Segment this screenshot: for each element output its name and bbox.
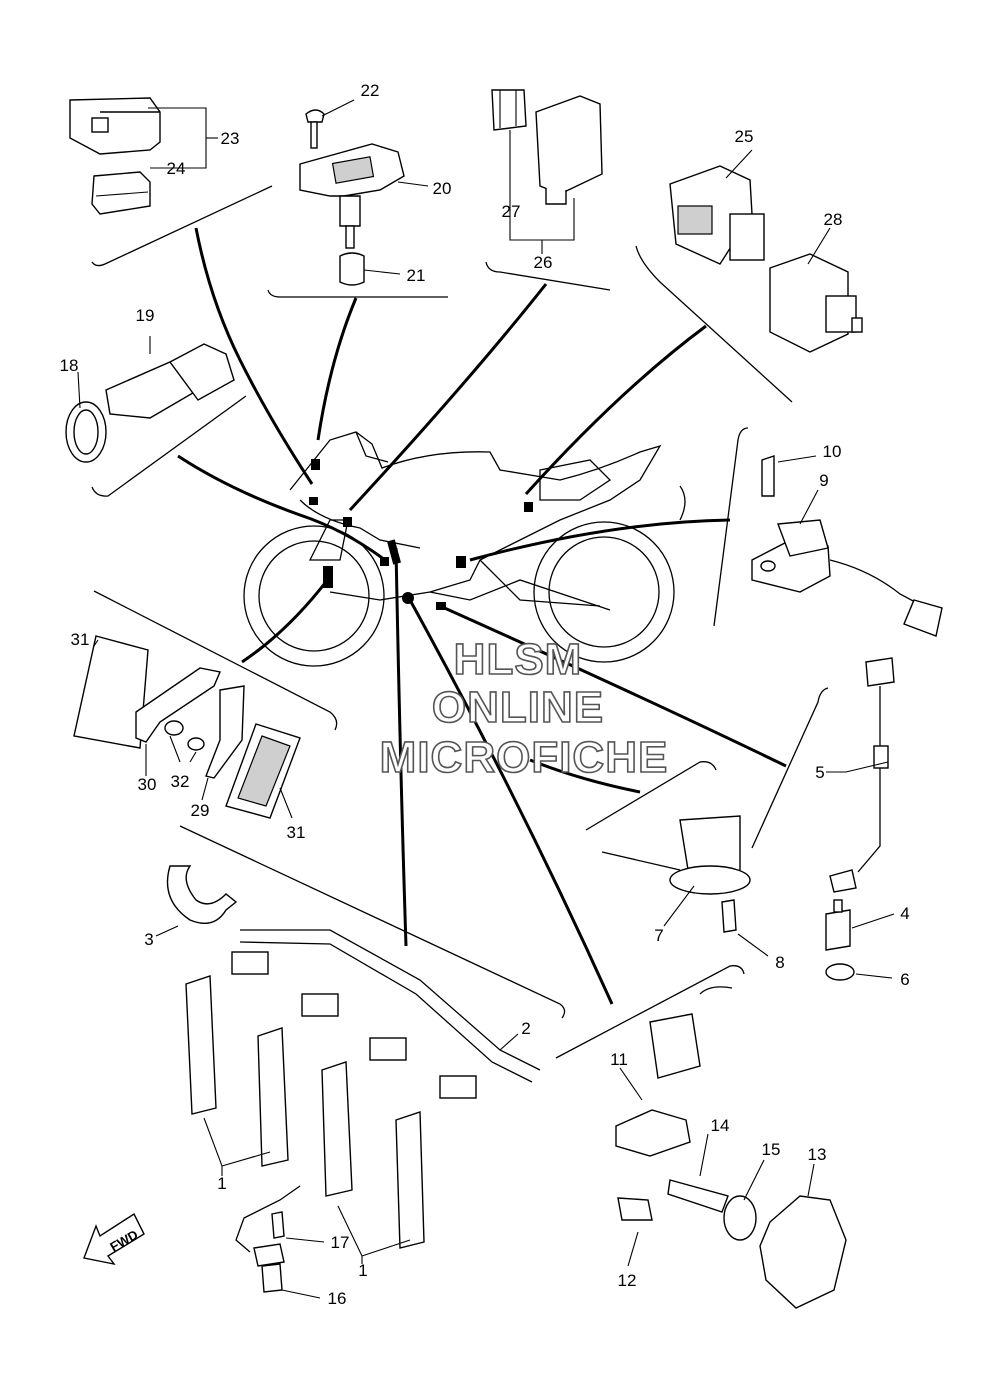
connector-23-24 [69,97,218,215]
callout-4: 4 [900,904,909,923]
callout-30: 30 [138,775,157,794]
callout-9: 9 [819,471,828,490]
ecu-box-25 [669,149,765,265]
ignition-coils [185,975,425,1264]
watermark-line-1: HLSM [454,635,583,684]
callout-11: 11 [610,1050,628,1069]
callout-26: 26 [534,253,553,272]
callout-16: 16 [328,1289,347,1308]
callout-15: 15 [762,1140,781,1159]
crank-sensor-9 [751,455,943,637]
pressure-sensor-20 [299,99,429,286]
callout-17: 17 [331,1233,350,1252]
wire-harness-2 [231,929,541,1099]
callout-numbers: 22 23 24 20 21 27 26 25 28 19 18 10 9 31… [60,81,910,1308]
callout-23: 23 [221,129,240,148]
group-frames [91,185,829,1059]
callout-22: 22 [361,81,380,100]
reflector-bracket [73,635,301,819]
callout-8: 8 [775,953,784,972]
callout-19: 19 [136,306,155,325]
relay-26-27 [491,89,603,254]
callout-2: 2 [521,1019,530,1038]
speed-sensor-7 [601,815,769,957]
pickup-coil-11 [615,986,847,1309]
callout-31-b: 31 [287,823,306,842]
callout-28: 28 [824,210,843,229]
sensor-16 [235,1185,325,1299]
callout-27: 27 [502,202,521,221]
callout-1-a: 1 [217,1174,226,1193]
watermark-line-2: ONLINE [432,683,604,732]
leader-lines [177,227,787,1005]
temp-sensor-19 [65,336,235,463]
clamp-3 [155,865,238,937]
fwd-arrow-icon: FWD [83,1212,145,1266]
callout-32: 32 [171,772,190,791]
callout-25: 25 [735,127,754,146]
callout-12: 12 [618,1271,637,1290]
callout-29: 29 [191,801,210,820]
relay-box-28 [769,227,863,353]
watermark: HLSM ONLINE MICROFICHE [379,634,669,783]
callout-24: 24 [167,159,186,178]
callout-3: 3 [144,930,153,949]
oil-pressure-switch-4 [825,657,895,981]
watermark-line-3: MICROFICHE [380,733,669,782]
callout-21: 21 [407,266,426,285]
callout-18: 18 [60,356,79,375]
callout-13: 13 [808,1145,827,1164]
callout-1-b: 1 [358,1261,367,1280]
callout-5: 5 [815,763,824,782]
motorcycle-illustration [243,431,686,667]
callout-14: 14 [711,1116,730,1135]
callout-31-a: 31 [71,630,90,649]
callout-7: 7 [654,926,663,945]
callout-10: 10 [823,442,842,461]
callout-20: 20 [433,179,452,198]
callout-6: 6 [900,970,909,989]
